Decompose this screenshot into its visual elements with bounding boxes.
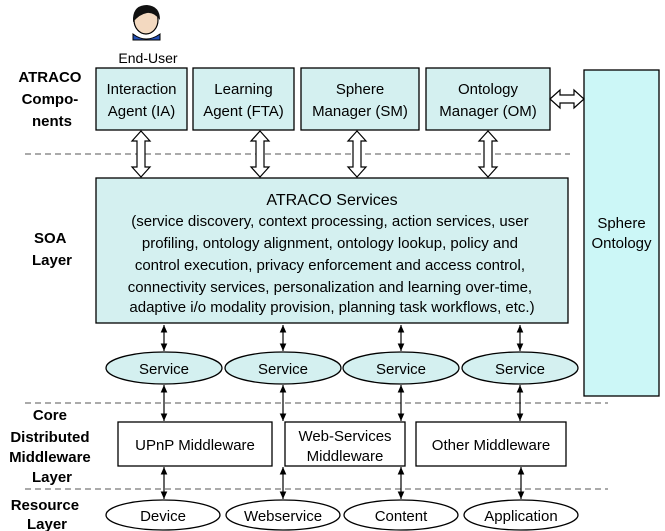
atraco-services-box: ATRACO Services (service discovery, cont…	[95, 177, 569, 324]
component-service-arrows	[130, 130, 499, 178]
middleware-upnp: UPnP Middleware	[117, 421, 273, 467]
block-arrow-2	[249, 130, 271, 178]
block-arrow-4	[477, 130, 499, 178]
service-ellipse-4: Service	[461, 351, 579, 385]
soa-layer-label: SOA Layer	[32, 230, 72, 269]
service-ellipse-3: Service	[342, 351, 460, 385]
svg-text:Application: Application	[484, 508, 557, 525]
block-arrow-3	[346, 130, 368, 178]
block-arrow-1	[130, 130, 152, 178]
om-ontology-block-arrow	[549, 88, 585, 110]
svg-text:Service: Service	[376, 361, 426, 378]
service-ellipse-1: Service	[105, 351, 223, 385]
middleware-other: Other Middleware	[415, 421, 567, 467]
svg-text:Service: Service	[139, 361, 189, 378]
atraco-services-description: (service discovery, context processing, …	[128, 213, 537, 316]
svg-text:Webservice: Webservice	[244, 508, 322, 525]
end-user-icon	[132, 5, 161, 41]
atraco-components-label: ATRACO Compo- nents	[18, 69, 85, 130]
connector-arrows	[160, 325, 525, 499]
core-middleware-layer-label: Core Distributed Middleware Layer	[9, 407, 95, 486]
svg-text:UPnP Middleware: UPnP Middleware	[135, 437, 255, 454]
svg-text:Service: Service	[258, 361, 308, 378]
svg-text:Content: Content	[375, 508, 428, 525]
svg-text:Other Middleware: Other Middleware	[432, 437, 550, 454]
end-user-label: End-User	[118, 50, 177, 66]
svg-text:Device: Device	[140, 508, 186, 525]
resource-layer-label: Resource Layer	[11, 497, 84, 531]
service-ellipse-2: Service	[224, 351, 342, 385]
resource-webservice: Webservice	[225, 499, 341, 531]
atraco-services-title: ATRACO Services	[266, 192, 397, 209]
svg-text:Service: Service	[495, 361, 545, 378]
resource-application: Application	[463, 499, 579, 531]
resource-device: Device	[105, 499, 221, 531]
resource-content: Content	[343, 499, 459, 531]
